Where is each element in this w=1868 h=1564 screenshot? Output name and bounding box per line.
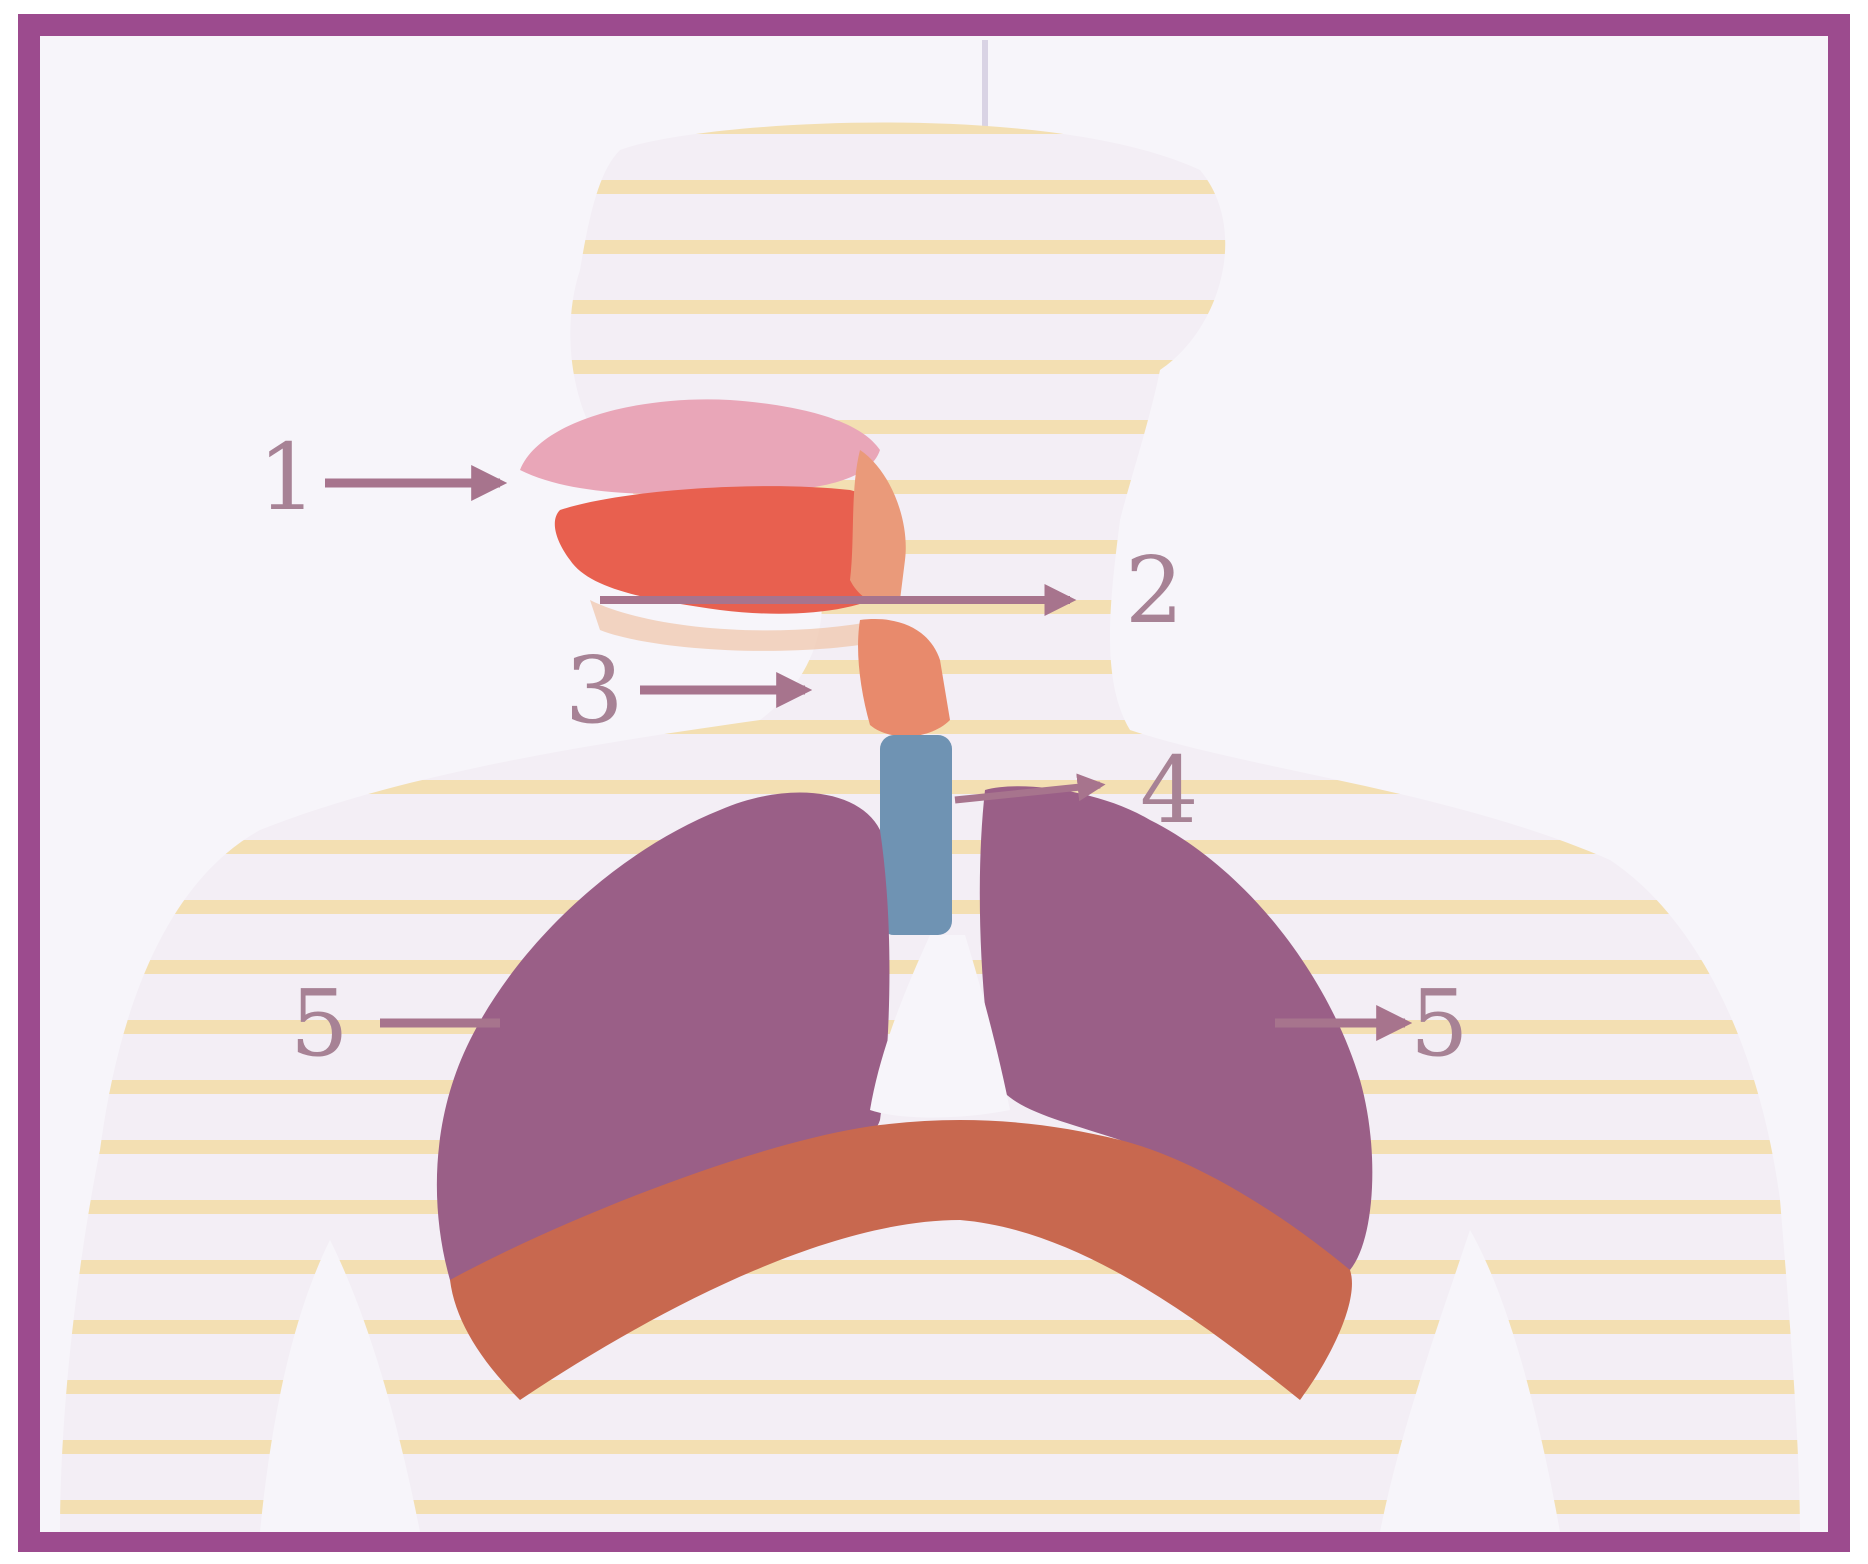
label-5-left: 5	[290, 978, 349, 1070]
label-1: 1	[258, 432, 317, 524]
label-5-right: 5	[1410, 978, 1469, 1070]
oral-cavity	[555, 486, 903, 614]
label-2: 2	[1125, 545, 1184, 637]
label-3: 3	[565, 645, 624, 737]
trachea	[880, 735, 952, 935]
label-4: 4	[1140, 745, 1199, 837]
